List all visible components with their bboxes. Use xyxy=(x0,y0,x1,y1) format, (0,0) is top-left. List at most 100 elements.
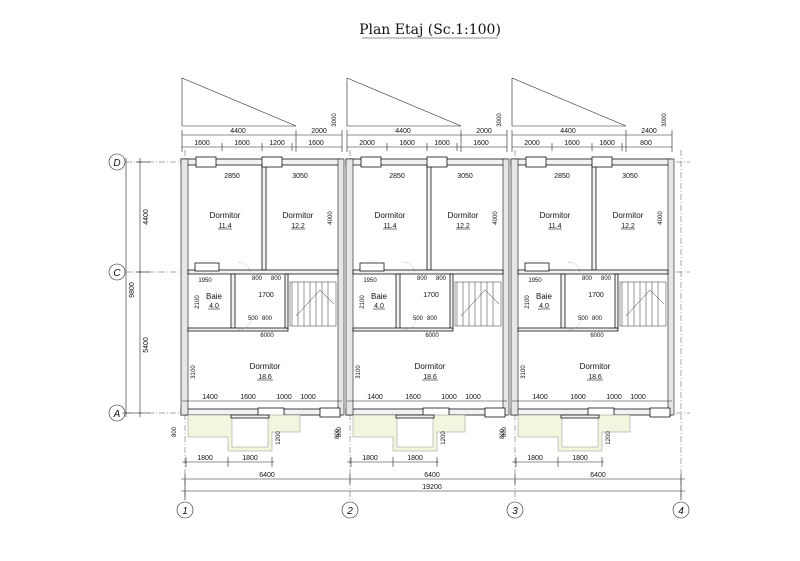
dim-inner-800c: 800 xyxy=(427,316,438,322)
room-area-3: 4.0 xyxy=(374,303,384,310)
wall-bath-bottom xyxy=(187,327,289,332)
dim-inner-2850: 2850 xyxy=(554,173,570,180)
roof-outline xyxy=(181,77,297,127)
dim-inner-3050: 3050 xyxy=(292,173,308,180)
room-label-baie: Baie xyxy=(371,292,388,301)
wall-bath-right xyxy=(560,273,566,331)
wall-mid-horiz xyxy=(352,269,504,275)
stair-arrow xyxy=(625,289,665,317)
dim-inner-3100: 3100 xyxy=(521,365,527,379)
dim-bottom2-1800a: 1800 xyxy=(527,455,543,462)
door-swing-2 xyxy=(567,315,583,331)
dim-inner-6000: 6000 xyxy=(425,333,439,339)
dim-top-1a: 4400 xyxy=(560,128,576,135)
room-label-dormitor-1: Dormitor xyxy=(375,211,406,220)
axis-number-4: 4 xyxy=(678,506,684,517)
window-bottom-2 xyxy=(649,407,671,418)
dim-top-2c: 1200 xyxy=(269,140,285,147)
dim-side-1200: 1200 xyxy=(276,431,282,445)
room-area-3: 4.0 xyxy=(209,303,219,310)
dim-inner-800b: 800 xyxy=(271,276,282,282)
room-area-3: 4.0 xyxy=(539,303,549,310)
terrace-rail xyxy=(560,414,600,419)
dim-top-1b: 2400 xyxy=(641,128,657,135)
dim-inner-2850: 2850 xyxy=(224,173,240,180)
dim-top-2d: 1600 xyxy=(473,140,489,147)
dim-inner-500: 500 xyxy=(248,316,259,322)
dim-unit-width-1: 6400 xyxy=(259,472,275,479)
room-label-baie: Baie xyxy=(536,292,553,301)
dim-bottom-1400: 1400 xyxy=(532,394,548,401)
wall-bath-right xyxy=(395,273,401,331)
wall-left xyxy=(345,158,354,416)
dim-inner-2850: 2850 xyxy=(389,173,405,180)
dim-top-2c: 1600 xyxy=(434,140,450,147)
wall-mid-horiz xyxy=(187,269,339,275)
dim-inner-4000: 4000 xyxy=(328,211,334,225)
wall-bath-bottom xyxy=(517,327,619,332)
dim-inner-800a: 800 xyxy=(252,276,263,282)
window-top-2 xyxy=(261,156,283,168)
dim-bottom2-1800b: 1800 xyxy=(572,455,588,462)
dim-bottom-1000b: 1000 xyxy=(630,394,646,401)
dim-bottom-1600: 1600 xyxy=(405,394,421,401)
dim-inner-3050: 3050 xyxy=(457,173,473,180)
axis-numbers: 1 2 3 4 xyxy=(176,501,690,519)
terrace xyxy=(187,414,301,452)
dim-side-800a: 800 xyxy=(502,426,508,437)
room-label-dormitor-3: Dormitor xyxy=(580,362,611,371)
room-label-dormitor-3: Dormitor xyxy=(415,362,446,371)
window-bottom-2 xyxy=(484,407,506,418)
dim-top-1b: 2000 xyxy=(476,128,492,135)
wall-stair-left xyxy=(284,273,289,329)
dim-inner-800b: 800 xyxy=(436,276,447,282)
dim-top-2a: 2000 xyxy=(524,140,540,147)
room-area-1: 11.4 xyxy=(218,223,231,230)
dim-inner-800a: 800 xyxy=(582,276,593,282)
window-bottom-2 xyxy=(319,407,341,418)
dim-top-2c: 1600 xyxy=(599,140,615,147)
room-label-dormitor-2: Dormitor xyxy=(613,211,644,220)
wall-bath-right xyxy=(230,273,236,331)
dim-side-800b: 800 xyxy=(335,428,341,439)
left-dimensions: 4400 5400 9800 xyxy=(122,158,150,417)
dim-bottom-1000a: 1000 xyxy=(606,394,622,401)
dim-top-2a: 2000 xyxy=(359,140,375,147)
door-swing-1 xyxy=(402,261,416,275)
terrace xyxy=(517,414,631,452)
room-label-baie: Baie xyxy=(206,292,223,301)
roof-outline xyxy=(346,77,462,127)
axis-number-1: 1 xyxy=(182,506,188,517)
dim-total-width: 19200 xyxy=(422,484,442,491)
window-top-2 xyxy=(426,156,448,168)
bath-fixture xyxy=(524,262,550,272)
dim-inner-2100: 2100 xyxy=(195,295,201,309)
wall-mid-vert xyxy=(426,164,432,271)
dim-inner-6000: 6000 xyxy=(260,333,274,339)
dim-bottom-1000b: 1000 xyxy=(300,394,316,401)
dim-side-800a: 800 xyxy=(172,426,178,437)
terrace-rail xyxy=(395,414,435,419)
dim-top-vertical: 3000 xyxy=(662,113,668,127)
wall-stair-left xyxy=(449,273,454,329)
dim-unit-width-2: 6400 xyxy=(424,472,440,479)
wall-mid-vert xyxy=(591,164,597,271)
dim-bottom2-1800a: 1800 xyxy=(362,455,378,462)
staircase xyxy=(454,281,502,327)
dim-top-2a: 1600 xyxy=(194,140,210,147)
dim-bottom2-1800a: 1800 xyxy=(197,455,213,462)
dim-bottom-1000a: 1000 xyxy=(441,394,457,401)
dim-inner-500: 500 xyxy=(578,316,589,322)
room-area-1: 11.4 xyxy=(383,223,396,230)
dim-side-1200: 1200 xyxy=(441,431,447,445)
axis-letter-a: A xyxy=(113,409,121,420)
wall-bath-bottom xyxy=(352,327,454,332)
dim-left-top: 4400 xyxy=(143,209,150,225)
dim-bottom-1000b: 1000 xyxy=(465,394,481,401)
staircase xyxy=(289,281,337,327)
roof-outline xyxy=(511,77,627,127)
stair-box xyxy=(289,281,337,327)
